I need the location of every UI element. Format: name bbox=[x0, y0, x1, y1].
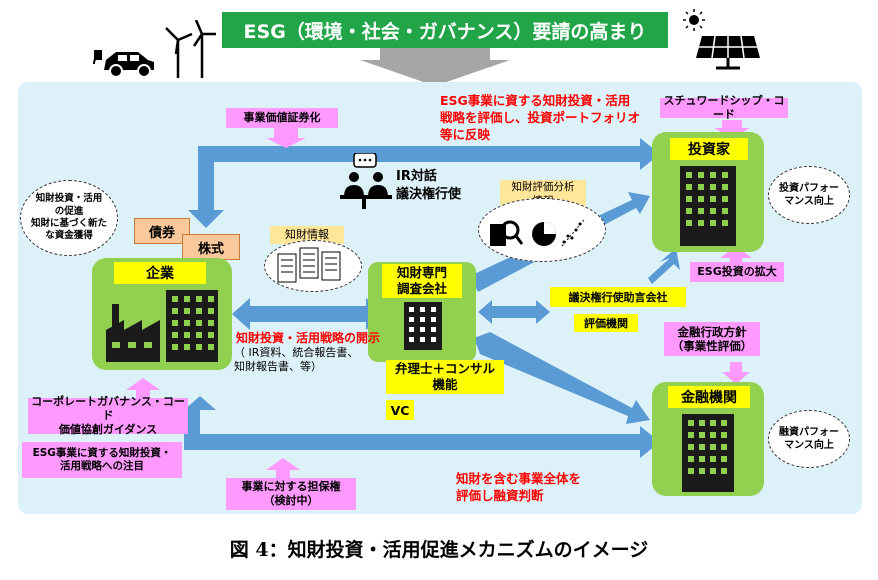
car-windmill-icon bbox=[93, 20, 216, 78]
rating-agency-label: 評価機関 bbox=[574, 314, 638, 332]
top-red-note: ESG事業に資する知財投資・活用戦略を評価し、投資ポートフォリオ等に反映 bbox=[440, 93, 641, 142]
documents-icon bbox=[277, 247, 341, 283]
bank-building-icon bbox=[682, 414, 734, 492]
collateral-label: 事業に対する担保権（検討中） bbox=[226, 478, 356, 510]
office-building-icon bbox=[404, 302, 442, 350]
stock-label: 株式 bbox=[182, 234, 240, 260]
bond-label: 債券 bbox=[134, 218, 190, 244]
esg-expand-label: ESG投資の拡大 bbox=[690, 262, 784, 282]
company-label: 企業 bbox=[114, 262, 206, 284]
fsa-policy-label: 金融行政方針（事業性評価） bbox=[664, 322, 760, 356]
investor-performance-cloud: 投資パフォーマンス向上 bbox=[768, 166, 850, 224]
building-icon bbox=[680, 166, 736, 246]
ip-research-firm-label: 知財専門調査会社 bbox=[382, 264, 462, 298]
esg-focus-label: ESG事業に資する知財投資・活用戦略への注目 bbox=[22, 442, 182, 478]
disclosure-docs-text: （ IR資料、統合報告書、知財報告書、等） bbox=[234, 346, 359, 374]
securitization-label: 事業価値証券化 bbox=[226, 108, 338, 128]
down-arrow bbox=[360, 48, 510, 86]
vc-label: VC bbox=[386, 400, 414, 420]
ir-dialogue-text: IR対話議決権行使 bbox=[396, 169, 462, 203]
investor-label: 投資家 bbox=[670, 138, 748, 160]
figure-caption: 図 4：知財投資・活用促進メカニズムのイメージ bbox=[229, 539, 649, 561]
banner-title: ESG（環境・社会・ガバナンス）要請の高まり bbox=[222, 12, 668, 48]
funding-cloud: 知財投資・活用の促進知財に基づく新たな資金獲得 bbox=[20, 180, 118, 256]
patent-consult-label: 弁理士＋コンサル機能 bbox=[386, 360, 504, 394]
factory-building-icon bbox=[106, 290, 218, 362]
proxy-advisor-label: 議決権行使助言会社 bbox=[550, 287, 686, 307]
loan-decision-text: 知財を含む事業全体を評価し融資判断 bbox=[456, 471, 582, 503]
cg-code-label: コーポレートガバナンス・コード価値協創ガイダンス bbox=[28, 395, 188, 436]
solar-panel-icon bbox=[683, 9, 760, 70]
meeting-icon bbox=[340, 153, 392, 209]
loan-performance-cloud: 融資パフォーマンス向上 bbox=[768, 410, 850, 468]
analysis-chart-icon bbox=[490, 219, 585, 247]
stewardship-code-label: スチュワードシップ・コード bbox=[660, 94, 788, 121]
ip-info-label: 知財情報 bbox=[270, 226, 344, 244]
disclosure-strategy-text: 知財投資・活用戦略の開示 bbox=[236, 331, 381, 345]
bank-label: 金融機関 bbox=[668, 386, 750, 408]
